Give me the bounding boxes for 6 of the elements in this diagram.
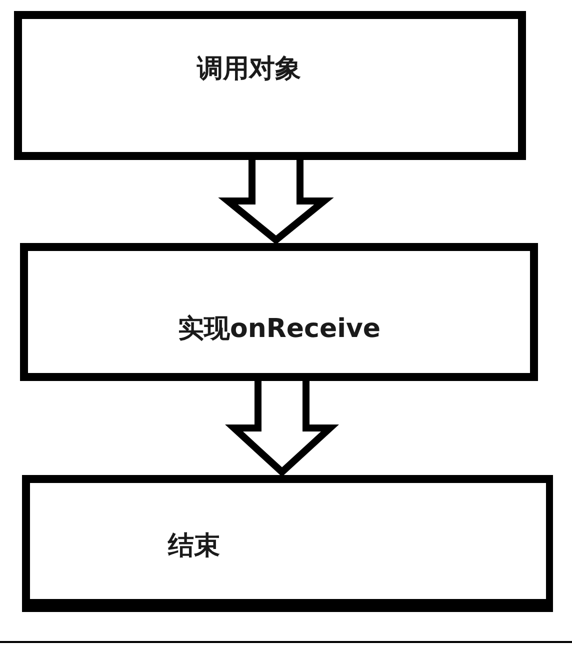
process-box [14,11,526,160]
step-label: 实现onReceive [178,314,381,346]
step-label: 结束 [168,531,220,562]
step-label: 调用对象 [197,54,301,86]
process-box [22,475,553,612]
process-box [20,243,538,381]
